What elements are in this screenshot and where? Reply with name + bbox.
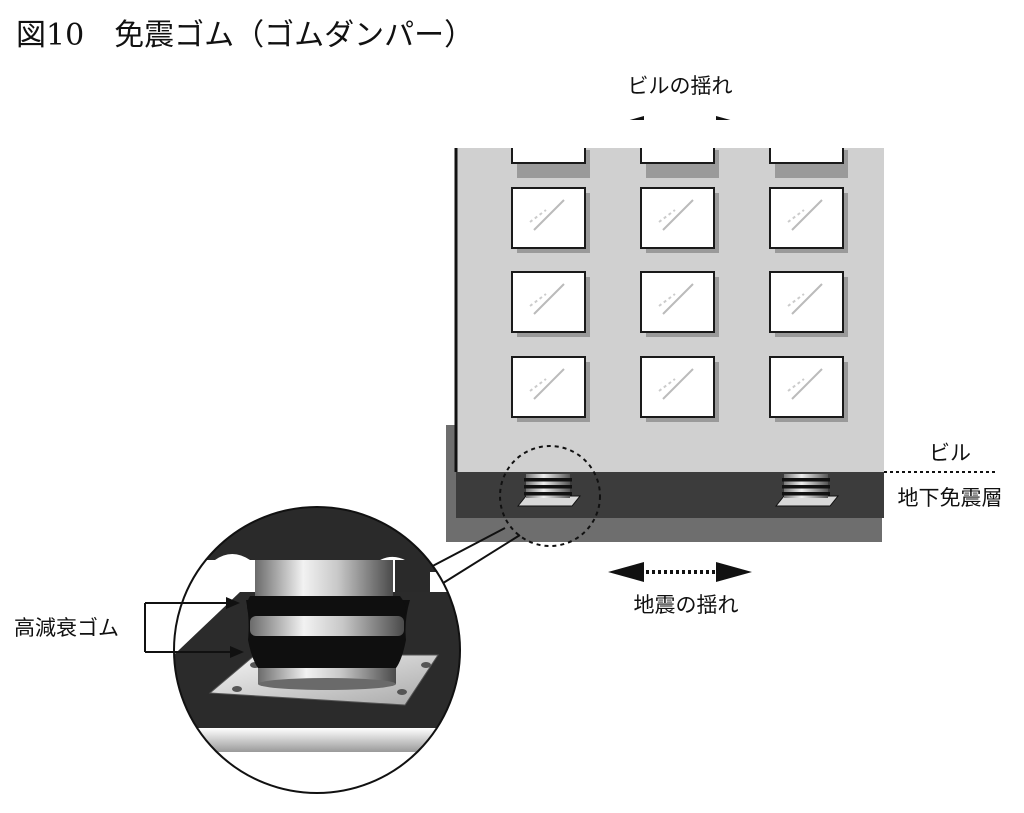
callout-pointer [424,527,521,586]
rubber-bearing-icon [774,474,840,507]
window-glare [791,368,823,400]
rubber-bearing-icon [516,474,582,507]
dashed-callout-circle [499,445,601,547]
window-glare [662,283,694,315]
window-glare [791,199,823,231]
sky-mask [456,120,886,148]
window [640,271,715,333]
building-windows [456,120,886,422]
window-glare [533,368,565,400]
window [640,356,715,418]
window [769,356,844,418]
ground-foundation [446,425,882,542]
window [640,187,715,249]
ground-shake-arrow-icon [608,562,752,582]
window-glare [662,368,694,400]
building-label: ビル [929,441,971,465]
window [769,187,844,249]
window [769,271,844,333]
window-glare [533,199,565,231]
window-glare [791,283,823,315]
zoomed-bearing-view [173,506,461,794]
rubber-bearing-label: 高減衰ゴム [14,616,119,640]
window-glare [662,199,694,231]
window [511,187,586,249]
small-bearings [516,474,840,507]
building-sway-label: ビルの揺れ [628,74,733,98]
basement-layer-label: 地下免震層 [898,486,1003,510]
rubber-label-bracket [144,597,244,658]
ground-shake-label: 地震の揺れ [634,593,739,617]
window-glare [533,283,565,315]
window [511,356,586,418]
window [511,271,586,333]
figure-title: 図10 免震ゴム（ゴムダンパー） [16,18,474,53]
